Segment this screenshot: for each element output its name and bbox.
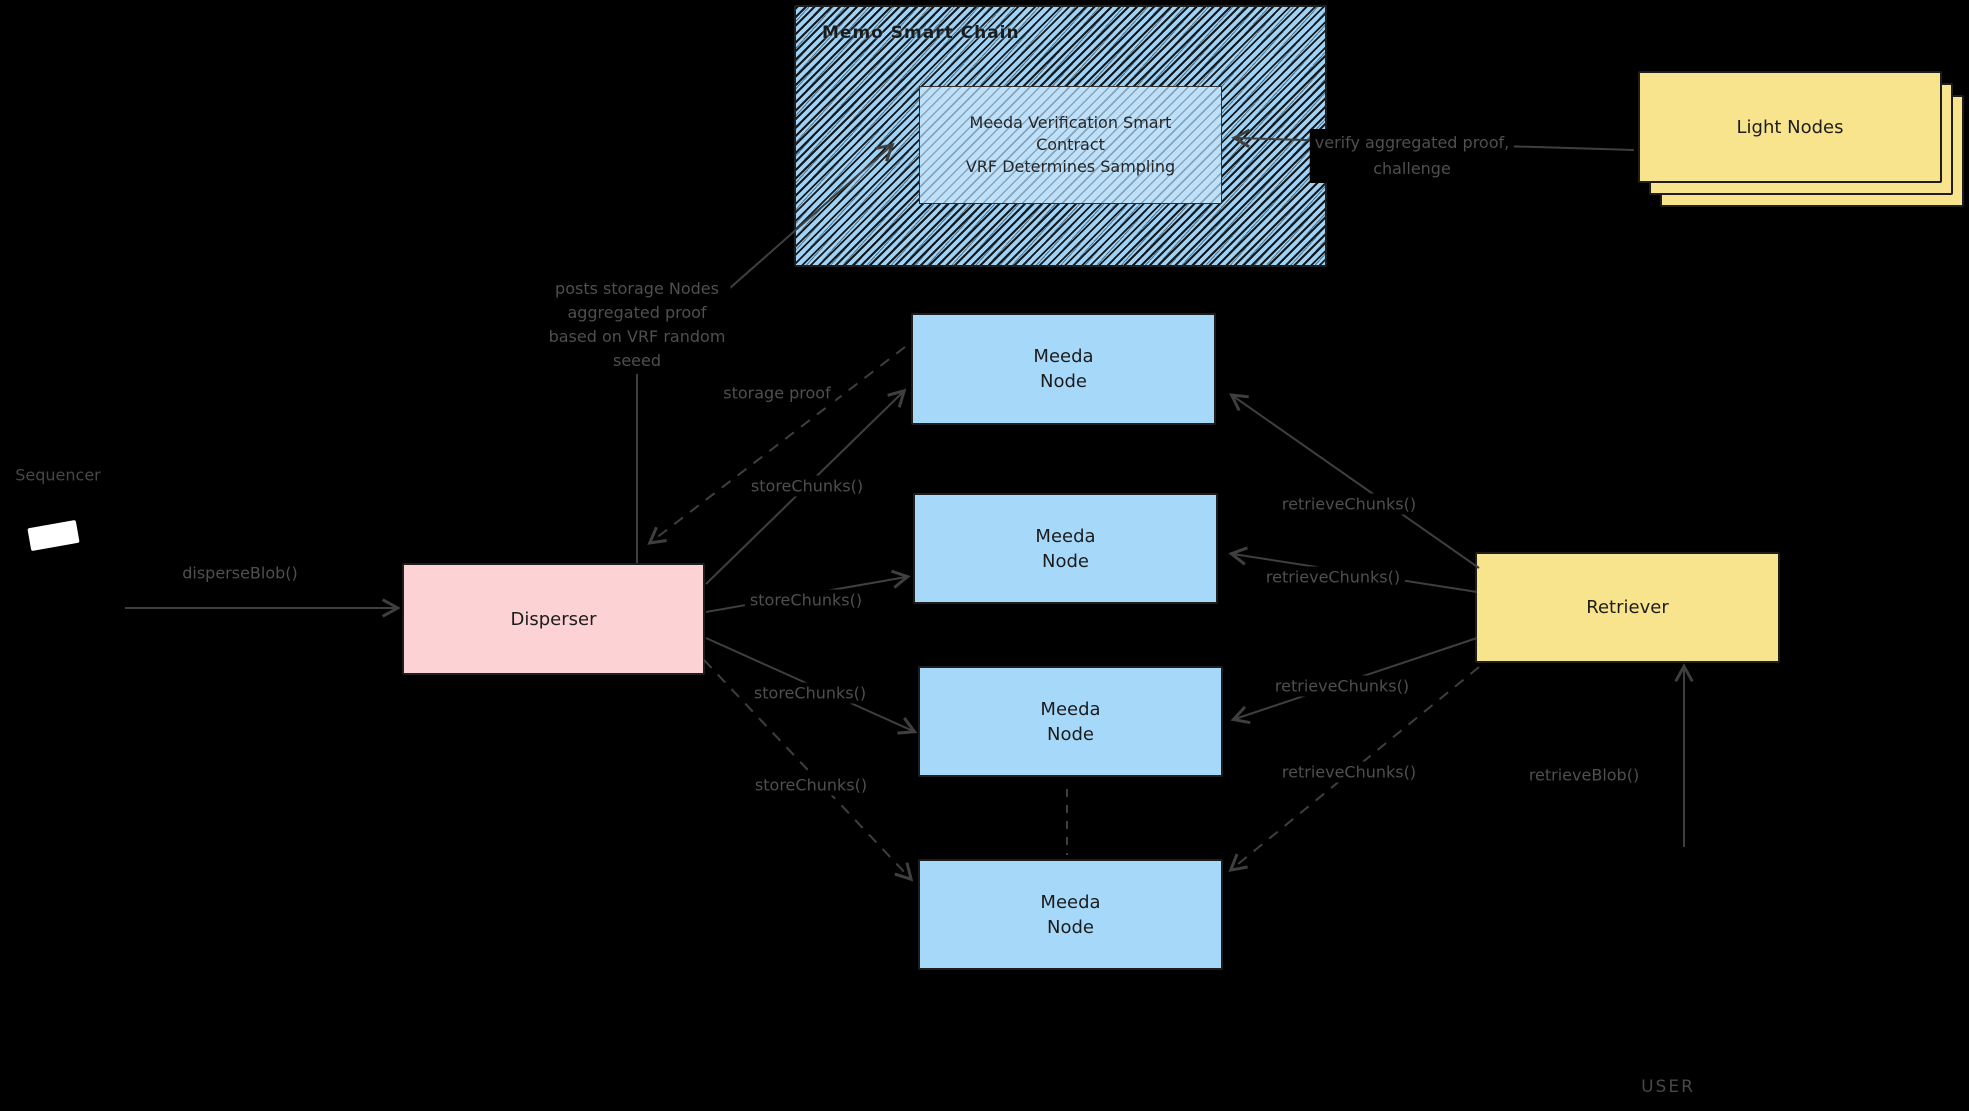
meeda-node-label: Node	[1047, 916, 1094, 938]
user-label: USER	[1636, 1076, 1700, 1098]
meeda-node-label: Node	[1047, 723, 1094, 745]
disperser-label: Disperser	[510, 608, 597, 630]
disperse-blob-label: disperseBlob()	[177, 562, 303, 584]
verification-contract-box: Meeda Verification Smart Contract VRF De…	[919, 86, 1222, 204]
retrieve-chunks-label-3: retrieveChunks()	[1269, 675, 1415, 697]
verify-proof-label: verify aggregated proof, challenge	[1309, 129, 1515, 183]
posts-proof-line: posts storage Nodes	[555, 279, 719, 298]
edge-retrieve-chunks-1	[1229, 393, 1480, 569]
storage-proof-label: storage proof	[718, 382, 836, 404]
meeda-node-label: Node	[1042, 550, 1089, 572]
posts-proof-line: aggregated proof	[567, 303, 707, 322]
retrieve-chunks-label-4: retrieveChunks()	[1276, 761, 1422, 783]
meeda-node-label: Meeda	[1033, 346, 1094, 367]
retrieve-chunks-label-2: retrieveChunks()	[1260, 566, 1406, 588]
meeda-node-box-4: Meeda Node	[918, 859, 1223, 970]
edge-storage-proof	[647, 346, 906, 545]
contract-line: Meeda Verification Smart	[969, 113, 1172, 132]
meeda-node-box-3: Meeda Node	[918, 666, 1223, 777]
retriever-label: Retriever	[1586, 597, 1669, 618]
meeda-node-label: Meeda	[1040, 891, 1101, 913]
sequencer-label: Sequencer	[10, 464, 106, 486]
light-nodes-label: Light Nodes	[1736, 116, 1844, 138]
meeda-node-label: Meeda	[1035, 525, 1096, 547]
posts-proof-label: posts storage Nodes aggregated proof bas…	[543, 276, 731, 374]
verify-proof-line: verify aggregated proof,	[1314, 133, 1510, 152]
retrieve-blob-label: retrieveBlob()	[1523, 764, 1645, 786]
contract-line: VRF Determines Sampling	[965, 157, 1176, 176]
memo-smart-chain-title: Memo Smart Chain	[822, 23, 1020, 43]
meeda-node-label: Node	[1040, 371, 1087, 392]
meeda-node-box-2: Meeda Node	[913, 493, 1218, 604]
retrieve-chunks-label-1: retrieveChunks()	[1276, 493, 1422, 515]
store-chunks-label-3: storeChunks()	[748, 682, 872, 704]
light-nodes-box: Light Nodes	[1638, 71, 1942, 183]
meeda-node-box-1: Meeda Node	[911, 313, 1216, 425]
store-chunks-label-1: storeChunks()	[745, 475, 869, 497]
meeda-node-label: Meeda	[1040, 698, 1101, 720]
store-chunks-label-4: storeChunks()	[749, 774, 873, 796]
retriever-box: Retriever	[1475, 552, 1780, 663]
edge-store-chunks-4	[703, 659, 914, 882]
disperser-box: Disperser	[402, 563, 705, 675]
edge-retrieve-chunks-4	[1228, 666, 1480, 873]
light-nodes-stack: Light Nodes	[1638, 71, 1966, 209]
posts-proof-line: seeed	[612, 351, 662, 370]
verify-proof-line: challenge	[1373, 159, 1451, 178]
posts-proof-line: based on VRF random	[548, 327, 726, 346]
contract-line: Contract	[1036, 135, 1105, 154]
store-chunks-label-2: storeChunks()	[744, 589, 868, 611]
